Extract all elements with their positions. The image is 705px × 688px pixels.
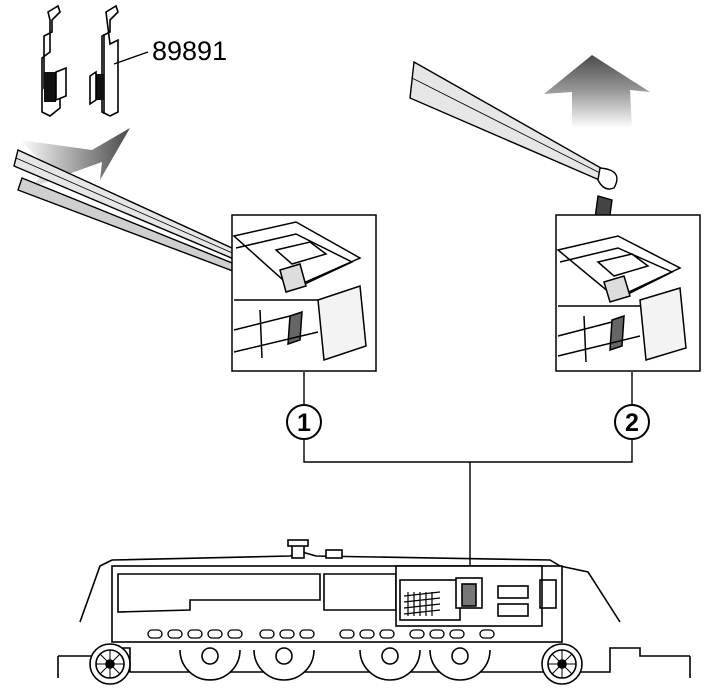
- step-number-2: 2: [625, 409, 639, 437]
- driving-wheel-1: [179, 647, 241, 681]
- spare-clip-left: [41, 4, 67, 117]
- wheel-set: [89, 643, 583, 685]
- decoder-contacts: [403, 591, 441, 616]
- driving-wheel-2: [253, 647, 315, 681]
- detail-view-1: [231, 214, 377, 372]
- driving-wheel-4: [429, 647, 491, 681]
- detail-view-2: [555, 214, 701, 372]
- step-marker-2: 2: [614, 404, 650, 440]
- callout-connectors: [303, 372, 633, 596]
- part-leader-line: [113, 51, 149, 65]
- spare-clip-right: [89, 4, 119, 117]
- remove-direction-arrow: [544, 55, 650, 128]
- step-number-1: 1: [297, 409, 311, 437]
- end-wheel-right: [541, 643, 583, 685]
- tweezers-left: [13, 149, 286, 289]
- driving-wheel-3: [359, 647, 421, 681]
- step-marker-1: 1: [286, 404, 322, 440]
- end-wheel-left: [89, 643, 131, 685]
- locomotive-chassis: [79, 539, 621, 643]
- frame-slots: [147, 629, 495, 639]
- part-number-label: 89891: [152, 36, 227, 66]
